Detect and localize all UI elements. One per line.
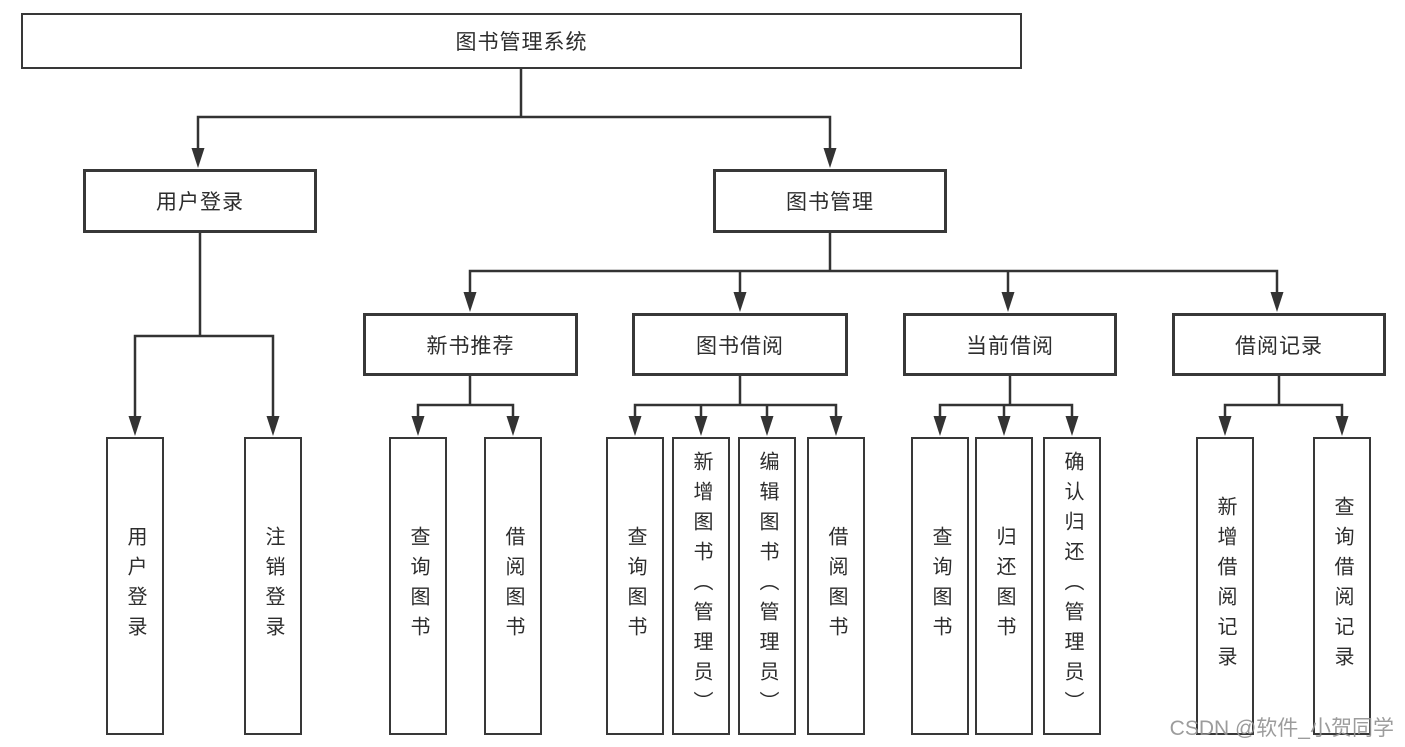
node-label: 编辑图书（管理员） bbox=[756, 451, 778, 721]
connector-userlogin-children bbox=[133, 233, 275, 418]
node-borrow-books-2: 借阅图书 bbox=[807, 437, 865, 735]
node-label: 借阅图书 bbox=[502, 526, 524, 646]
node-query-books: 查询图书 bbox=[389, 437, 447, 735]
node-label: 确认归还（管理员） bbox=[1061, 451, 1083, 721]
node-label: 查询图书 bbox=[929, 526, 951, 646]
connector-root-to-level2 bbox=[196, 69, 832, 150]
node-book-borrowing: 图书借阅 bbox=[632, 313, 848, 376]
node-return-books: 归还图书 bbox=[975, 437, 1033, 735]
node-label: 新增借阅记录 bbox=[1214, 496, 1236, 676]
node-query-borrow-record: 查询借阅记录 bbox=[1313, 437, 1371, 735]
node-label: 用户登录 bbox=[124, 526, 146, 646]
node-logout: 注销登录 bbox=[244, 437, 302, 735]
node-label: 归还图书 bbox=[993, 526, 1015, 646]
node-new-book-recommend: 新书推荐 bbox=[363, 313, 578, 376]
node-library-system: 图书管理系统 bbox=[21, 13, 1022, 69]
node-label: 查询借阅记录 bbox=[1331, 496, 1353, 676]
connector-newbook-children bbox=[416, 376, 515, 418]
node-borrow-books: 借阅图书 bbox=[484, 437, 542, 735]
node-add-books-admin: 新增图书（管理员） bbox=[672, 437, 730, 735]
node-confirm-return-admin: 确认归还（管理员） bbox=[1043, 437, 1101, 735]
node-label: 注销登录 bbox=[262, 526, 284, 646]
node-add-borrow-record: 新增借阅记录 bbox=[1196, 437, 1254, 735]
node-query-books-2: 查询图书 bbox=[606, 437, 664, 735]
node-current-borrowing: 当前借阅 bbox=[903, 313, 1117, 376]
node-user-login: 用户登录 bbox=[83, 169, 317, 233]
node-borrowing-records: 借阅记录 bbox=[1172, 313, 1386, 376]
connector-bookmgmt-to-level3 bbox=[468, 233, 1279, 294]
node-label: 新增图书（管理员） bbox=[690, 451, 712, 721]
node-label: 查询图书 bbox=[624, 526, 646, 646]
node-query-books-3: 查询图书 bbox=[911, 437, 969, 735]
connector-bookborrow-children bbox=[633, 376, 838, 418]
node-label: 查询图书 bbox=[407, 526, 429, 646]
node-label: 借阅图书 bbox=[825, 526, 847, 646]
node-edit-books-admin: 编辑图书（管理员） bbox=[738, 437, 796, 735]
connector-record-children bbox=[1223, 376, 1344, 418]
watermark: CSDN @软件_小贺同学 bbox=[1169, 717, 1394, 740]
node-user-login-leaf: 用户登录 bbox=[106, 437, 164, 735]
node-book-management: 图书管理 bbox=[713, 169, 947, 233]
connector-current-children bbox=[938, 376, 1074, 418]
arrowheads bbox=[128, 148, 1349, 436]
